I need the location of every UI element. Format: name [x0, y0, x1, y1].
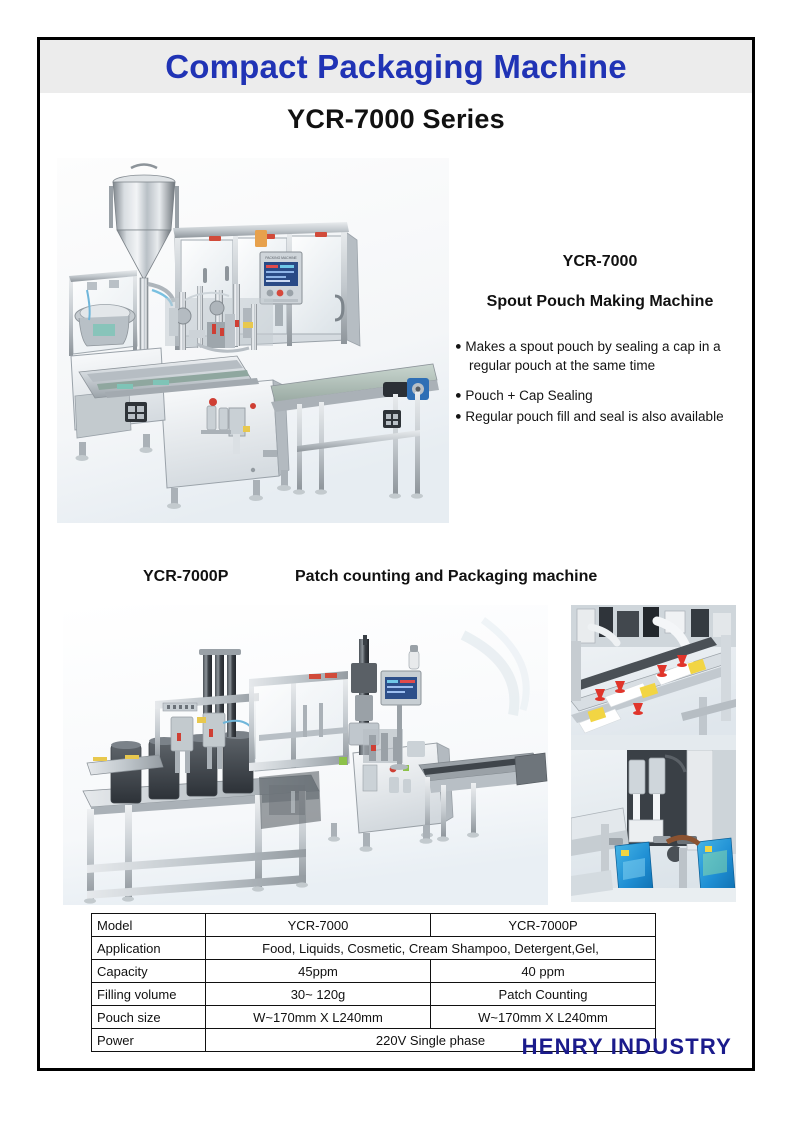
specification-table: Model YCR-7000 YCR-7000P Application Foo… [91, 913, 656, 1052]
spec-label-application: Application [91, 936, 206, 960]
page-subtitle: YCR-7000 Series [287, 103, 505, 134]
spec-value-pouch-col1: W~170mm X L240mm [205, 1005, 431, 1029]
spec-value-power: 220V Single phase [205, 1028, 656, 1052]
section-ycr7000: PACKING MACHINE [40, 148, 752, 568]
detail-photo-pouch-filling [571, 750, 736, 902]
table-row: Model YCR-7000 YCR-7000P [91, 913, 656, 937]
spec-label-model: Model [91, 913, 206, 937]
bullet-icon: ● [455, 410, 462, 423]
brochure-frame: Compact Packaging Machine YCR-7000 Serie… [37, 37, 755, 1071]
ycr7000-description: Spout Pouch Making Machine [486, 293, 714, 310]
spec-value-pouch-col2: W~170mm X L240mm [430, 1005, 656, 1029]
spec-value-filling-col1: 30~ 120g [205, 982, 431, 1006]
spec-value-filling-col2: Patch Counting [430, 982, 656, 1006]
feature-text-2: Pouch + Cap Sealing [465, 388, 593, 404]
detail-photo-patch-feeding [571, 605, 736, 750]
spec-value-application: Food, Liquids, Cosmetic, Cream Shampoo, … [205, 936, 656, 960]
table-row: Power 220V Single phase [91, 1028, 656, 1052]
bullet-icon: ● [455, 389, 462, 402]
company-logo: HENRY INDUSTRY [521, 1034, 732, 1059]
feature-item-1: ● Makes a spout pouch by sealing a cap i… [455, 337, 745, 375]
spec-label-power: Power [91, 1028, 206, 1052]
feature-text-3: Regular pouch fill and seal is also avai… [465, 409, 724, 425]
page-title: Compact Packaging Machine [165, 48, 627, 85]
title-band: Compact Packaging Machine [40, 40, 752, 93]
spec-label-filling-volume: Filling volume [91, 982, 206, 1006]
feature-item-2: ● Pouch + Cap Sealing [455, 386, 745, 405]
table-row: Application Food, Liquids, Cosmetic, Cre… [91, 936, 656, 960]
subtitle-band: YCR-7000 Series [40, 93, 752, 145]
spec-label-pouch-size: Pouch size [91, 1005, 206, 1029]
svg-text:PACKING MACHINE: PACKING MACHINE [265, 256, 297, 260]
ycr7000p-model-label: YCR-7000P [143, 568, 229, 585]
spec-value-capacity-col1: 45ppm [205, 959, 431, 983]
ycr7000p-title: Patch counting and Packaging machine [295, 568, 598, 585]
ycr7000-feature-list: ● Makes a spout pouch by sealing a cap i… [455, 337, 745, 427]
ycr7000-text-block: YCR-7000 Spout Pouch Making Machine ● Ma… [455, 253, 745, 438]
ycr7000-model-label: YCR-7000 [562, 253, 638, 270]
table-row: Capacity 45ppm 40 ppm [91, 959, 656, 983]
machine-photo-ycr7000p [63, 605, 548, 905]
table-row: Filling volume 30~ 120g Patch Counting [91, 982, 656, 1006]
bullet-icon: ● [455, 340, 462, 353]
section-ycr7000p-heading: YCR-7000P Patch counting and Packaging m… [40, 568, 752, 598]
spec-value-capacity-col2: 40 ppm [430, 959, 656, 983]
spec-label-capacity: Capacity [91, 959, 206, 983]
feature-text-1: Makes a spout pouch by sealing a cap in … [465, 339, 721, 374]
spec-value-model-col2: YCR-7000P [430, 913, 656, 937]
spec-value-model-col1: YCR-7000 [205, 913, 431, 937]
machine-photo-ycr7000: PACKING MACHINE [57, 158, 449, 523]
feature-item-3: ● Regular pouch fill and seal is also av… [455, 407, 745, 426]
table-row: Pouch size W~170mm X L240mm W~170mm X L2… [91, 1005, 656, 1029]
